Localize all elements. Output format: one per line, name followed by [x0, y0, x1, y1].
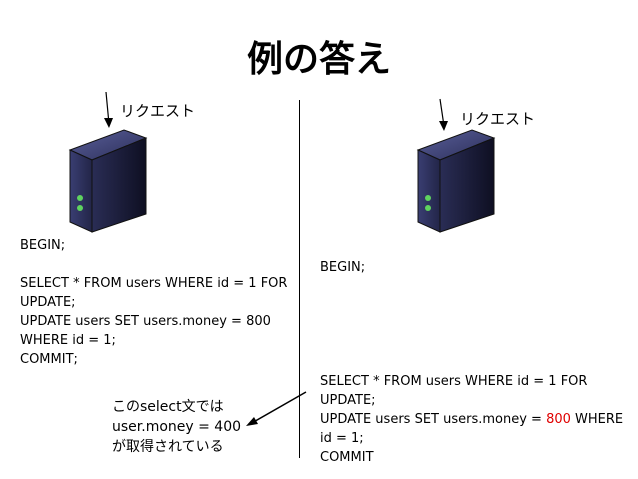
right-begin: BEGIN; — [320, 260, 366, 275]
right-sql-code: SELECT * FROM users WHERE id = 1 FOR UPD… — [320, 372, 623, 467]
left-sql-code: BEGIN; SELECT * FROM users WHERE id = 1 … — [20, 238, 288, 367]
page-title: 例の答え — [246, 39, 391, 80]
highlight-value: 800 — [546, 412, 571, 427]
center-divider — [299, 100, 300, 458]
right-request-label: リクエスト — [460, 110, 536, 128]
left-server-icon — [68, 129, 148, 233]
left-request-label: リクエスト — [120, 102, 196, 120]
note-text: このselect文では user.money = 400 が取得されている — [112, 399, 242, 455]
note-arrow — [249, 391, 307, 425]
right-server-icon — [416, 129, 496, 233]
right-sql-after: WHERE id = 1; COMMIT — [320, 412, 624, 465]
right-sql-before: SELECT * FROM users WHERE id = 1 FOR UPD… — [320, 374, 588, 427]
